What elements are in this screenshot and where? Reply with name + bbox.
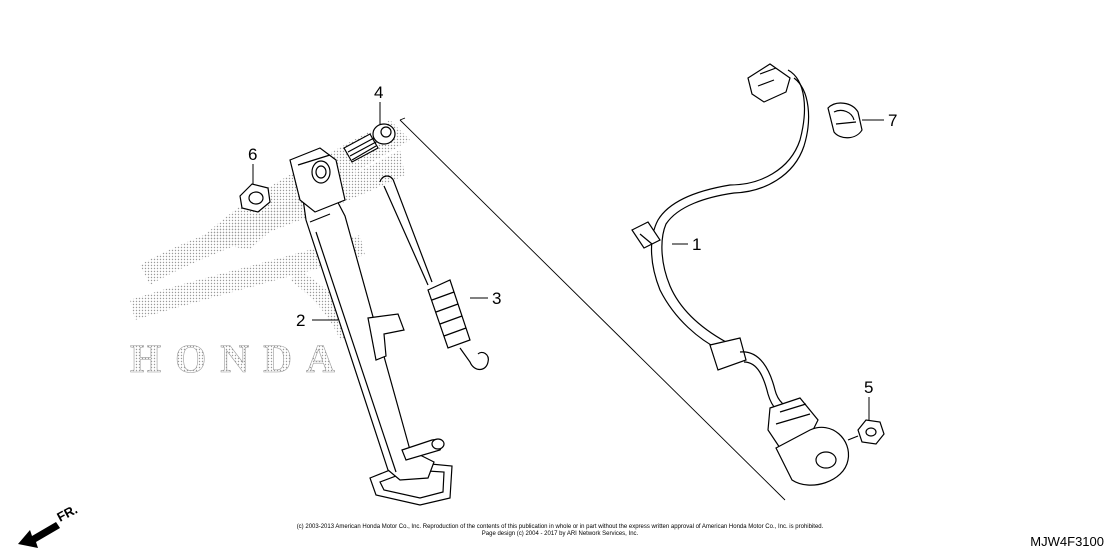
bolt [343,123,396,163]
leader-lines [252,102,884,420]
front-direction-label: FR. [54,502,80,525]
front-direction-arrow: FR. [18,502,80,548]
callout-4: 4 [374,83,383,102]
callout-3: 3 [492,289,501,308]
small-bolt [847,419,885,445]
side-stand [289,147,453,506]
clip [827,102,863,139]
copyright-line-2: Page design (c) 2004 - 2017 by ARI Netwo… [482,531,639,537]
callout-5: 5 [864,378,873,397]
callout-7: 7 [888,111,897,130]
guide-line-top [399,117,406,121]
diagram-code: MJW4F3100 [1030,534,1104,549]
side-stand-switch [631,63,850,486]
nut [239,183,271,213]
guide-line [399,119,786,501]
spring [379,175,489,371]
callout-6: 6 [248,145,257,164]
callout-1: 1 [692,235,701,254]
copyright-line-1: (c) 2003-2013 American Honda Motor Co., … [297,524,824,530]
honda-wordmark-watermark: HONDA [130,336,349,381]
callout-2: 2 [296,311,305,330]
